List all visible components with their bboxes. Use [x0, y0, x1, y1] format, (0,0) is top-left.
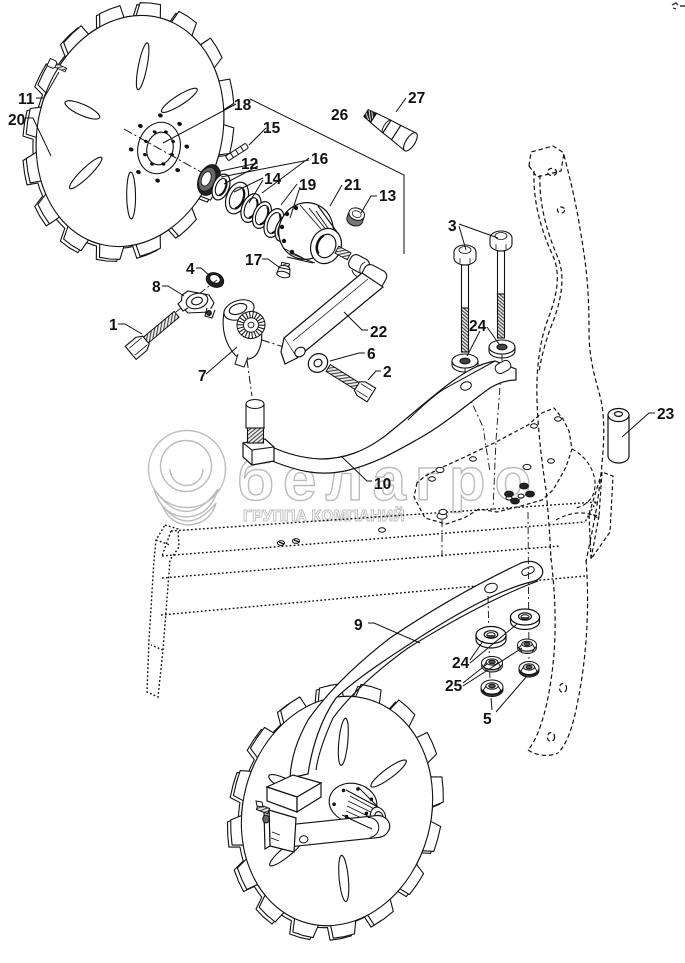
svg-text:19: 19	[299, 177, 317, 194]
svg-text:7: 7	[198, 368, 207, 385]
svg-text:10: 10	[374, 476, 391, 493]
svg-text:18: 18	[234, 97, 252, 114]
svg-text:3: 3	[448, 218, 457, 235]
svg-text:2: 2	[383, 364, 392, 381]
svg-text:9: 9	[354, 617, 363, 634]
svg-text:22: 22	[370, 324, 387, 341]
svg-text:21: 21	[344, 177, 362, 194]
svg-text:8: 8	[152, 279, 161, 296]
svg-text:24: 24	[469, 318, 487, 335]
svg-text:6: 6	[367, 346, 376, 363]
svg-text:17: 17	[245, 252, 262, 269]
svg-text:11: 11	[18, 91, 35, 108]
svg-text:24: 24	[452, 655, 470, 672]
svg-text:1: 1	[109, 317, 118, 334]
svg-text:14: 14	[264, 171, 282, 188]
svg-text:26: 26	[331, 107, 349, 124]
svg-text:23: 23	[657, 406, 675, 423]
svg-text:16: 16	[311, 151, 329, 168]
svg-text:13: 13	[379, 188, 397, 205]
svg-text:5: 5	[483, 711, 492, 728]
svg-text:20: 20	[8, 112, 25, 129]
svg-text:27: 27	[408, 90, 425, 107]
svg-text:25: 25	[445, 678, 463, 695]
svg-text:4: 4	[186, 261, 195, 278]
svg-text:ГРУППА КОМПАНИЙ: ГРУППА КОМПАНИЙ	[243, 506, 405, 525]
svg-text:15: 15	[263, 120, 281, 137]
